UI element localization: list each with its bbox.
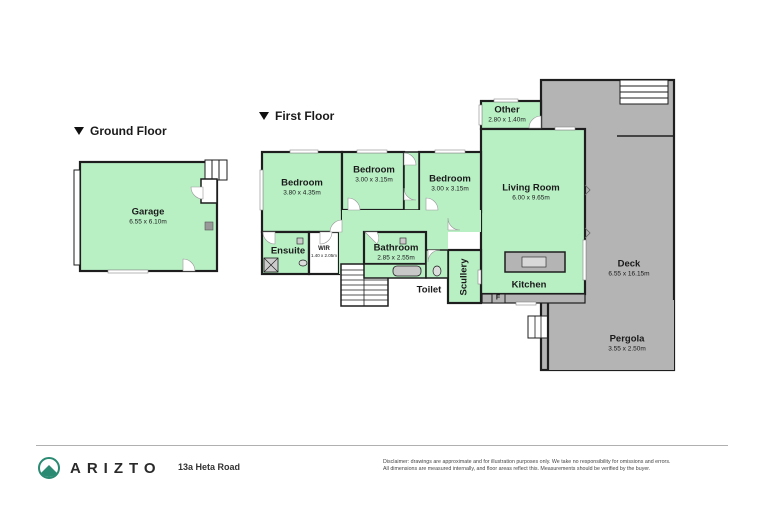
room-bedroom-3: Bedroom 3.00 x 3.15m	[429, 173, 471, 193]
floor-plan-drawing	[73, 78, 676, 372]
room-wir: WIR 1.40 x 2.05m	[310, 246, 338, 258]
triangle-down-icon	[74, 127, 84, 135]
ground-floor-label: Ground Floor	[90, 124, 167, 138]
disclaimer: Disclaimer: drawings are approximate and…	[383, 459, 728, 473]
room-ensuite: Ensuite	[270, 245, 306, 257]
brand-logo: ARIZTO	[38, 457, 162, 479]
room-bedroom-2: Bedroom 3.00 x 3.15m	[353, 164, 395, 184]
first-floor-heading: First Floor	[259, 109, 334, 123]
bedroom-1	[260, 150, 344, 234]
room-kitchen: Kitchen	[511, 279, 547, 291]
first-floor-label: First Floor	[275, 109, 335, 123]
room-pergola: Pergola 3.55 x 2.50m	[608, 333, 646, 353]
mountain-logo-icon	[38, 457, 60, 479]
brand-name: ARIZTO	[70, 459, 162, 477]
ground-floor-heading: Ground Floor	[74, 124, 167, 138]
room-toilet: Toilet	[416, 284, 442, 296]
room-deck: Deck 6.55 x 16.15m	[608, 258, 650, 278]
garage-room	[78, 160, 219, 273]
room-scullery: Scullery	[458, 258, 470, 296]
disclaimer-line-2: All dimensions are measured internally, …	[383, 466, 651, 472]
room-bedroom-1: Bedroom 3.80 x 4.35m	[281, 177, 323, 197]
room-other: Other 2.80 x 1.40m	[488, 104, 526, 124]
fridge-marker: F	[495, 294, 501, 302]
footer-divider	[36, 445, 728, 446]
triangle-down-icon	[259, 112, 269, 120]
room-bathroom: Bathroom 2.85 x 2.55m	[373, 242, 419, 262]
disclaimer-line-1: Disclaimer: drawings are approximate and…	[383, 459, 671, 465]
property-address: 13a Heta Road	[178, 462, 241, 472]
room-garage: Garage 6.55 x 6.10m	[129, 206, 167, 226]
room-living-room: Living Room 6.00 x 9.65m	[502, 182, 560, 202]
